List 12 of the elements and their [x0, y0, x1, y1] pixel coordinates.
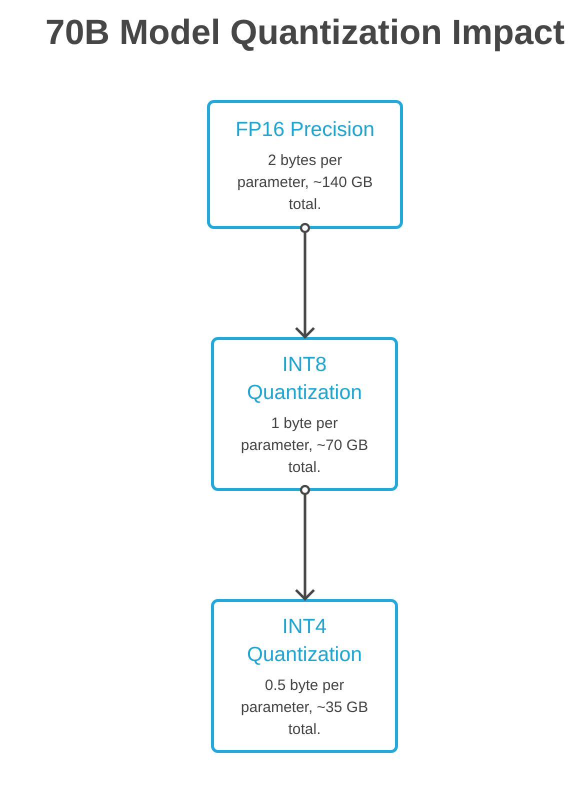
- box-heading: INT4 Quantization: [246, 614, 364, 668]
- process-box: [211, 337, 398, 491]
- arrow: [294, 222, 316, 338]
- box-heading: FP16 Precision: [235, 116, 374, 142]
- box-heading: INT8 Quantization: [246, 352, 364, 406]
- diagram-title: 70B Model Quantization Impact: [45, 12, 565, 54]
- process-box: [207, 100, 403, 229]
- box-description: 0.5 byte per parameter, ~35 GB total.: [240, 676, 370, 740]
- process-box: [211, 599, 398, 753]
- box-description: 1 byte per parameter, ~70 GB total.: [240, 414, 370, 478]
- box-description: 2 bytes per parameter, ~140 GB total.: [236, 150, 374, 214]
- arrow: [294, 484, 316, 600]
